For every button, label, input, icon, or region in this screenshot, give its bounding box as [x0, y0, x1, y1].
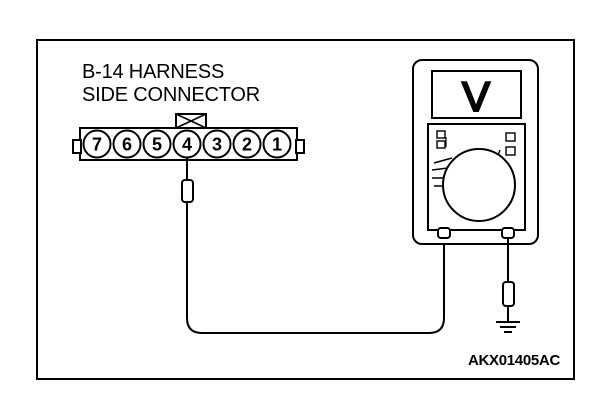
meter-display: [431, 70, 522, 119]
test-lead-positive: [186, 202, 445, 334]
connector-title-line-1: B-14 HARNESS: [82, 61, 224, 83]
meter-rotary-dial: [442, 148, 516, 222]
pin-6: 6: [112, 129, 142, 159]
connector-pins: 7 6 5 4 3 2 1: [82, 129, 292, 159]
diagram-frame: [36, 39, 575, 380]
pin-1: 1: [262, 129, 292, 159]
pin-3: 3: [202, 129, 232, 159]
connector-title-line-2: SIDE CONNECTOR: [82, 84, 260, 106]
pin-7: 7: [82, 129, 112, 159]
svg-text:7: 7: [92, 135, 102, 155]
ground-icon: [496, 321, 520, 333]
multimeter: V: [412, 59, 539, 245]
pin-5: 5: [142, 129, 172, 159]
pin-4: 4: [172, 129, 202, 159]
svg-text:5: 5: [152, 135, 162, 155]
svg-text:3: 3: [212, 135, 222, 155]
meter-display-symbol: V: [462, 73, 490, 120]
pin-4-probe: [181, 158, 194, 203]
svg-text:6: 6: [122, 135, 132, 155]
meter-terminal-left: [437, 227, 451, 239]
svg-text:2: 2: [242, 135, 252, 155]
test-lead-ground: [502, 238, 515, 322]
svg-text:1: 1: [272, 135, 282, 155]
figure-code: AKX01405AC: [468, 352, 561, 369]
meter-terminal-right: [501, 227, 515, 239]
pin-2: 2: [232, 129, 262, 159]
meter-control-panel: [427, 123, 526, 231]
svg-text:4: 4: [182, 135, 192, 155]
